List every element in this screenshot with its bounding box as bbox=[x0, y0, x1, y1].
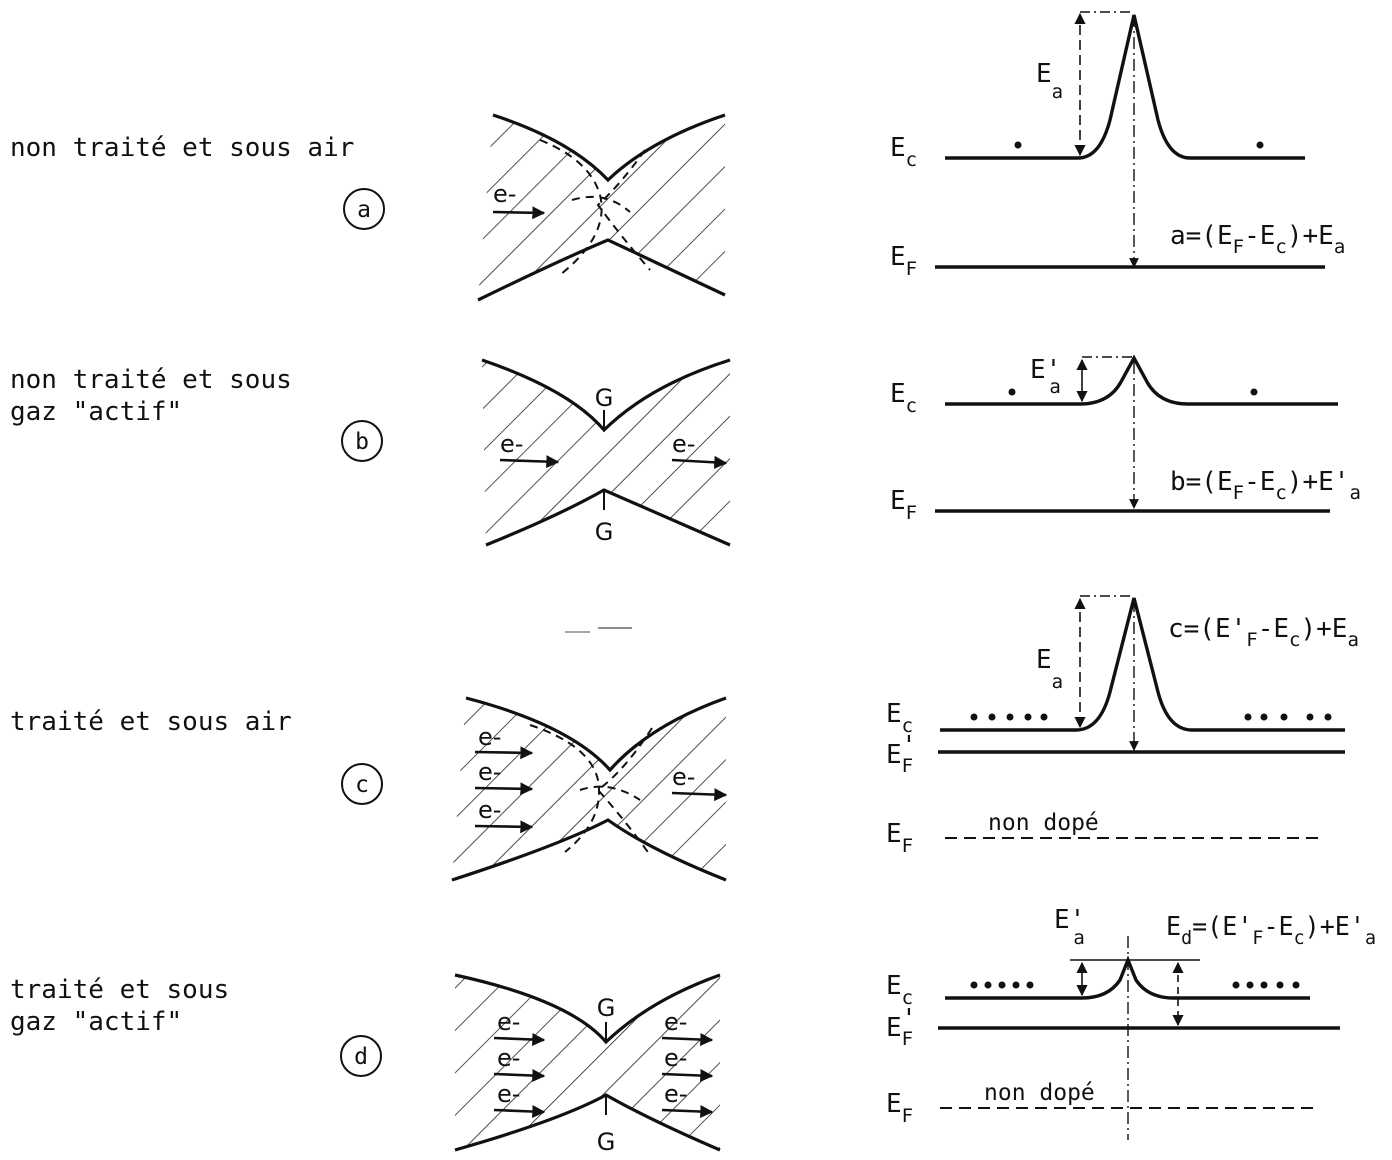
condition-label-c: traité et sous air bbox=[10, 707, 292, 737]
band-diagram-d: Ec EF' EF non dopé E'a Ed=(E'F-Ec)+E'a bbox=[886, 905, 1376, 1140]
marker-b: b bbox=[341, 420, 383, 462]
equation-c: c=(E'F-Ec)+Ea bbox=[1168, 614, 1359, 651]
ef-label: EF bbox=[886, 1089, 913, 1127]
marker-c: c bbox=[341, 763, 383, 805]
svg-text:a: a bbox=[357, 197, 371, 223]
grain-label-bottom: G bbox=[595, 518, 614, 546]
electron-label: e- bbox=[664, 1080, 687, 1108]
grain-label-top: G bbox=[597, 994, 616, 1022]
ea-prime-label: E'a bbox=[1030, 355, 1061, 398]
grain-contact-d: G G e- e- e- e- e- e- bbox=[454, 973, 721, 1156]
electron-label: e- bbox=[478, 758, 501, 786]
electron-label: e- bbox=[493, 180, 516, 208]
electron-dots bbox=[970, 981, 1300, 989]
grain-contact-a: e- bbox=[477, 113, 726, 302]
electron-label: e- bbox=[478, 723, 501, 751]
electron-label: e- bbox=[672, 430, 695, 458]
equation-b: b=(EF-Ec)+E'a bbox=[1170, 467, 1361, 504]
non-dope-label: non dopé bbox=[984, 1080, 1095, 1106]
electron-label: e- bbox=[497, 1044, 520, 1072]
ea-label: Ea bbox=[1036, 645, 1063, 693]
equation-d: Ed=(E'F-Ec)+E'a bbox=[1166, 912, 1376, 949]
electron-label: e- bbox=[664, 1044, 687, 1072]
band-diagram-a: Ec EF Ea a=(EF-Ec)+Ea bbox=[890, 11, 1345, 280]
ea-prime-label: E'a bbox=[1054, 905, 1085, 949]
band-diagram-b: Ec EF E'a b=(EF-Ec)+E'a bbox=[890, 354, 1361, 524]
ef-label: EF bbox=[890, 242, 917, 280]
condition-label-a: non traité et sous air bbox=[10, 133, 354, 163]
electron-label: e- bbox=[672, 763, 695, 791]
ef-prime-label: EF' bbox=[886, 731, 917, 777]
grain-label-bottom: G bbox=[597, 1128, 616, 1156]
grain-label-top: G bbox=[595, 384, 614, 412]
band-diagram-c: Ec EF' EF non dopé Ea c=(E'F-Ec)+Ea bbox=[886, 595, 1359, 857]
condition-label-d-line1: traité et sous bbox=[10, 975, 229, 1005]
electron-label: e- bbox=[664, 1008, 687, 1036]
electron-label: e- bbox=[497, 1080, 520, 1108]
ef-label: EF bbox=[886, 819, 913, 857]
ea-label: Ea bbox=[1036, 59, 1063, 103]
marker-d: d bbox=[340, 1035, 382, 1077]
grain-contact-c: e- e- e- e- bbox=[451, 696, 728, 882]
ec-label: Ec bbox=[886, 699, 913, 737]
condition-label-d-line2: gaz "actif" bbox=[10, 1007, 182, 1037]
svg-text:c: c bbox=[355, 772, 369, 798]
condition-label-b-line2: gaz "actif" bbox=[10, 397, 182, 427]
equation-a: a=(EF-Ec)+Ea bbox=[1170, 221, 1345, 258]
electron-dots bbox=[970, 713, 1332, 721]
non-dope-label: non dopé bbox=[988, 810, 1099, 836]
svg-text:d: d bbox=[354, 1044, 368, 1070]
svg-text:b: b bbox=[355, 429, 369, 455]
electron-label: e- bbox=[500, 430, 523, 458]
condition-label-b-line1: non traité et sous bbox=[10, 365, 292, 395]
grain-contact-b: G G e- e- bbox=[481, 358, 731, 547]
ec-label: Ec bbox=[890, 379, 917, 417]
ef-label: EF bbox=[890, 486, 917, 524]
ec-label: Ec bbox=[890, 133, 917, 171]
ec-label: Ec bbox=[886, 971, 913, 1009]
marker-a: a bbox=[343, 188, 385, 230]
electron-label: e- bbox=[497, 1008, 520, 1036]
electron-label: e- bbox=[478, 796, 501, 824]
ef-prime-label: EF' bbox=[886, 1004, 917, 1050]
